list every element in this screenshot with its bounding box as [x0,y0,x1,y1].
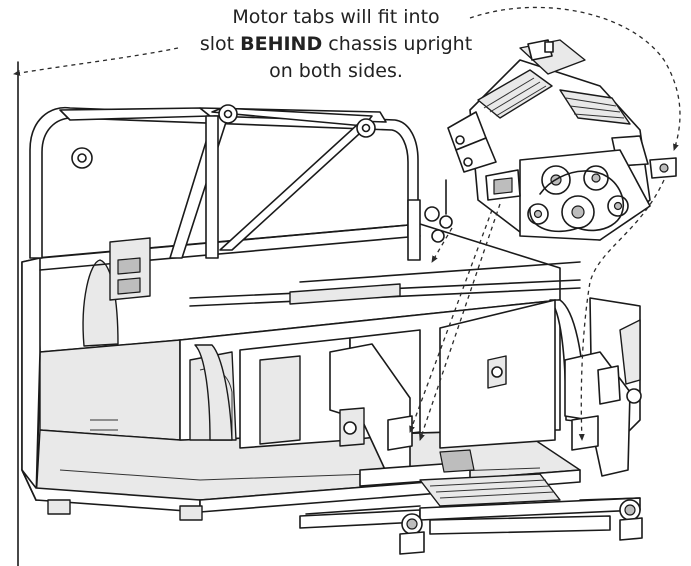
instruction-line-2-end: chassis upright [322,33,473,55]
front-suspension [299,343,643,555]
instruction-line-2-start: slot [199,33,241,55]
arrow-to-motor-tab [469,6,681,151]
instruction-line-2: slot BEHIND chassis upright [176,31,496,58]
arrow-right-tab [578,179,665,441]
instruction-text: Motor tabs will fit into slot BEHIND cha… [176,4,496,85]
roll-cage [29,104,445,301]
instruction-line-3: on both sides. [269,60,403,82]
instruction-emphasis: BEHIND [240,33,323,55]
arrow-bracket [431,227,453,263]
arrow-left-tab-1 [419,203,501,441]
motor-assembly [439,39,677,241]
arrow-to-left-upright [13,47,179,76]
instruction-line-1: Motor tabs will fit into [232,6,440,28]
guide-arrows [13,6,681,441]
